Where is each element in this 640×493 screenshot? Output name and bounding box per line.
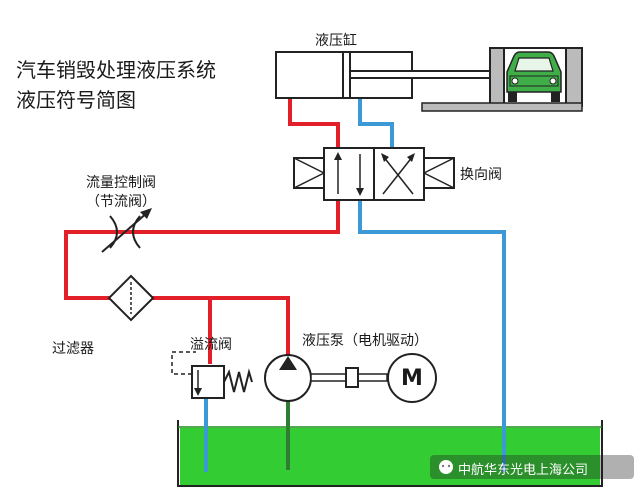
tank-oil [180, 428, 600, 485]
cylinder-piston [342, 51, 351, 99]
label-throttle-valve: （节流阀） [86, 194, 156, 210]
press-base [421, 102, 583, 112]
label-pump: 液压泵（电机驱动） [302, 333, 428, 349]
wechat-icon [439, 460, 453, 474]
oil-tank [177, 420, 603, 487]
watermark-badge [430, 455, 634, 479]
pressure-lines [64, 96, 340, 364]
pump-icon [264, 354, 312, 402]
coupling [345, 367, 359, 388]
diagram-title: 汽车销毁处理液压系统 [16, 58, 216, 82]
valve-solenoid-right [423, 157, 455, 189]
tank-outline [177, 420, 603, 487]
diagram-subtitle: 液压符号简图 [16, 88, 136, 112]
label-flow-control-valve: 流量控制阀 [86, 175, 156, 191]
label-motor: M [401, 366, 423, 391]
watermark-text: 中航华东光电上海公司 [458, 463, 589, 478]
valve-section-parallel [323, 147, 375, 201]
flow-control-valve-icon [101, 208, 152, 253]
cylinder-rod [349, 70, 491, 79]
hydraulic-cylinder [275, 51, 491, 99]
relief-valve-icon [171, 351, 253, 399]
pressure-line-pump [150, 296, 290, 357]
motor-shaft [310, 367, 388, 388]
car-icon [506, 51, 562, 102]
return-line-tank [358, 198, 506, 472]
label-directional-valve: 换向阀 [460, 167, 502, 183]
valve-solenoid-left [293, 157, 325, 189]
pressure-line-cylinder [288, 96, 340, 150]
filter-icon [107, 274, 155, 322]
pressure-line-flow-control [64, 198, 340, 300]
press-wall [565, 47, 583, 107]
directional-valve [293, 147, 455, 201]
motor-icon [387, 353, 437, 403]
press-plate [489, 47, 505, 107]
label-cylinder: 液压缸 [315, 33, 357, 49]
label-relief-valve: 溢流阀 [190, 337, 232, 353]
label-filter: 过滤器 [52, 341, 94, 357]
return-lines [204, 96, 506, 472]
return-line-cylinder [358, 96, 394, 150]
